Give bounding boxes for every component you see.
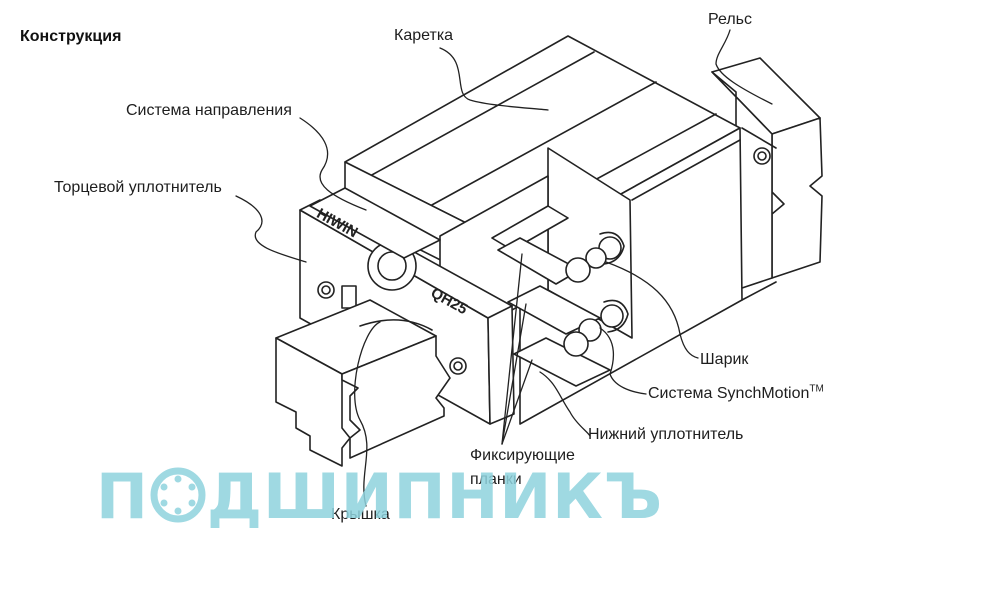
- label-retainer-line2: планки: [470, 471, 522, 488]
- label-cap: Крышка: [331, 506, 390, 523]
- leader-cap: [354, 321, 381, 507]
- label-synchmotion: Система SynchMotionTM: [648, 384, 824, 404]
- leader-retainer-1: [501, 253, 523, 445]
- trademark-mark: TM: [809, 383, 824, 395]
- leader-rail: [715, 29, 773, 105]
- label-guide-system: Система направления: [126, 102, 292, 119]
- label-end-seal: Торцевой уплотнитель: [54, 179, 222, 196]
- page-title: Конструкция: [20, 28, 122, 45]
- leader-synchmotion: [599, 327, 647, 395]
- rail: [711, 57, 823, 291]
- rail-front: [275, 299, 451, 467]
- leader-end-seal: [235, 195, 307, 263]
- label-rail: Рельс: [708, 11, 753, 28]
- label-retainer: Фиксирующие планки: [470, 444, 610, 492]
- watermark-text-end: ДШИПНИКЪ: [206, 460, 664, 533]
- label-ball: Шарик: [700, 351, 749, 368]
- label-synchmotion-text: Система SynchMotion: [648, 385, 810, 402]
- leader-lines: [235, 29, 773, 507]
- label-retainer-line1: Фиксирующие: [470, 447, 575, 464]
- leader-carriage: [439, 47, 549, 111]
- watermark-text-start: П: [96, 460, 149, 533]
- leader-ball: [605, 261, 699, 359]
- leader-guide-system: [299, 117, 367, 211]
- label-bottom-seal: Нижний уплотнитель: [588, 426, 744, 443]
- label-carriage: Каретка: [394, 27, 454, 44]
- leader-retainer-3: [501, 359, 533, 445]
- leader-retainer-2: [501, 303, 527, 445]
- leader-bottom-seal: [539, 371, 591, 437]
- watermark-logo: П ДШИПНИКЪ: [96, 462, 663, 532]
- carriage-block: [344, 35, 777, 425]
- bearing-icon: [150, 467, 206, 523]
